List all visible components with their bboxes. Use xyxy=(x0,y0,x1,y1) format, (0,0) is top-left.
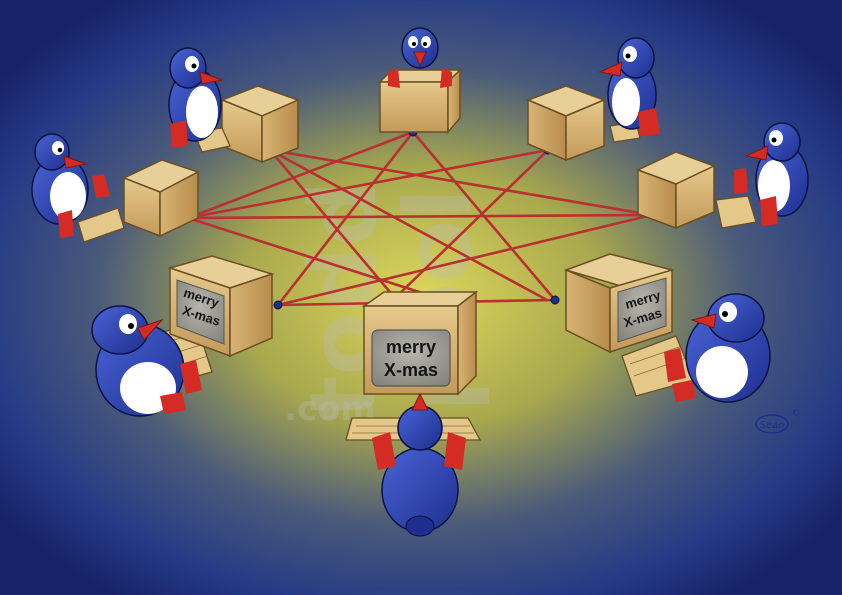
monitor-right: merry X-mas xyxy=(563,253,675,354)
penguin-center-bottom xyxy=(372,392,466,537)
penguin-mid-right xyxy=(734,122,809,226)
computer-top-right xyxy=(525,85,607,162)
penguin-bottom-right xyxy=(664,293,771,403)
penguin-top-center xyxy=(388,27,452,88)
monitor-center: merry X-mas xyxy=(361,290,479,396)
monitor-left: merry X-mas xyxy=(167,255,275,358)
network-cables xyxy=(186,130,654,307)
computer-top-center xyxy=(378,68,462,135)
computer-top-left xyxy=(219,85,301,164)
screen-center-line2: X-mas xyxy=(384,360,438,380)
penguin-bottom-left xyxy=(91,305,202,417)
signature-text: Sean xyxy=(760,420,785,431)
computer-mid-left xyxy=(122,159,200,238)
computer-mid-right xyxy=(636,151,716,230)
penguin-mid-left xyxy=(31,133,110,238)
copyright-mark: © xyxy=(792,409,801,419)
signature: Sean © xyxy=(755,409,801,434)
screen-center-line1: merry xyxy=(386,337,436,357)
penguin-top-left xyxy=(168,47,224,148)
penguin-top-right xyxy=(598,37,660,136)
